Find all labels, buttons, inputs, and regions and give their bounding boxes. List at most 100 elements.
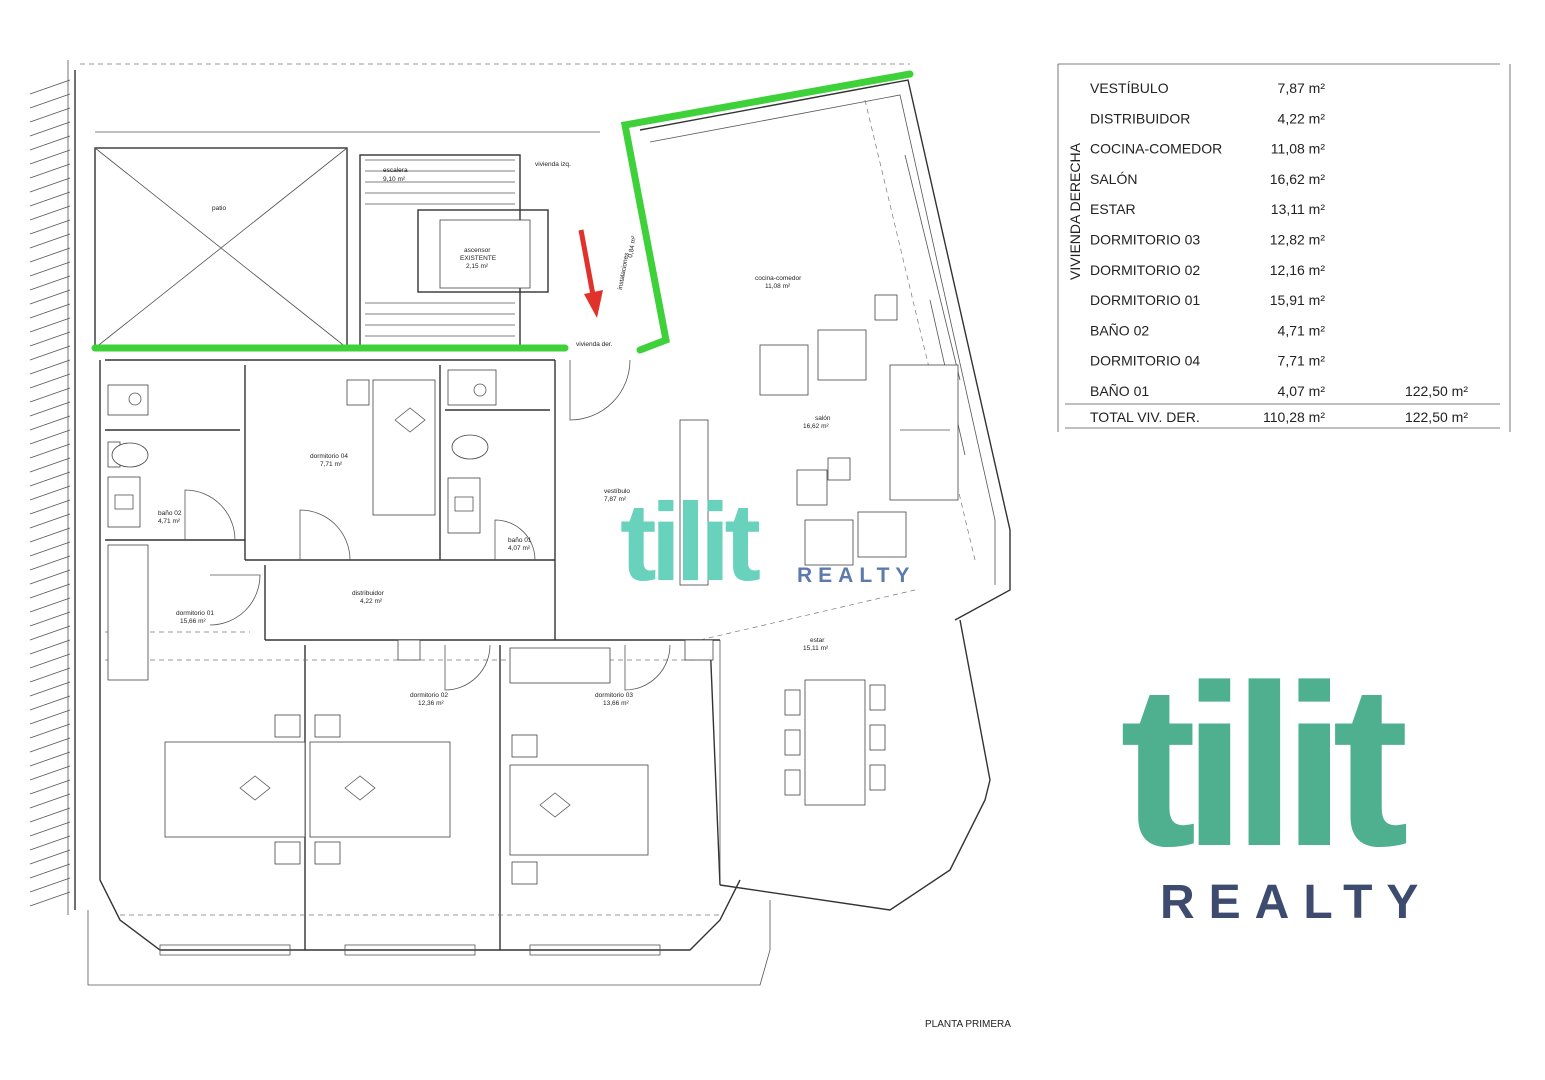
hatch-line xyxy=(29,401,71,417)
hatch-line xyxy=(29,443,71,459)
hatch-line xyxy=(29,317,71,333)
table-cell-area: 13,11 m² xyxy=(1271,201,1326,217)
dorm02-label: dormitorio 02 xyxy=(410,692,448,699)
table-cell-area: 7,71 m² xyxy=(1278,353,1326,369)
hatch-line xyxy=(29,107,71,123)
vivienda-der-label: vivienda der. xyxy=(576,341,613,348)
cocina-area: 11,08 m² xyxy=(765,283,791,290)
hatch-line xyxy=(29,653,71,669)
table-cell-name: BAÑO 01 xyxy=(1090,383,1149,399)
apartment-highlight xyxy=(91,70,914,354)
hatch-line xyxy=(29,303,71,319)
hatch-line xyxy=(29,821,71,837)
hatch-line xyxy=(29,93,71,109)
table-cell-area: 16,62 m² xyxy=(1270,171,1326,187)
watermark: tilit REALTY xyxy=(620,481,909,604)
hatch-line xyxy=(29,625,71,641)
patio-label: patio xyxy=(212,205,226,212)
watermark-word: tilit xyxy=(620,481,760,604)
table-cell-name: DORMITORIO 01 xyxy=(1090,292,1200,308)
furniture xyxy=(107,294,959,885)
boundary-hatch xyxy=(29,60,76,915)
bano02-label: baño 02 xyxy=(158,510,182,517)
table-cell-area: 4,71 m² xyxy=(1278,322,1326,338)
hatch-line xyxy=(29,877,71,893)
hatch-line xyxy=(29,163,71,179)
hatch-line xyxy=(29,457,71,473)
door-swings xyxy=(184,359,671,691)
dorm02-area: 12,36 m² xyxy=(418,700,444,707)
hatch-line xyxy=(29,191,71,207)
table-cell-name: VESTÍBULO xyxy=(1090,80,1169,96)
total-extra: 122,50 m² xyxy=(1405,409,1468,425)
table-group-label: VIVIENDA DERECHA xyxy=(1067,142,1083,280)
hatch-line xyxy=(29,723,71,739)
stair-area: 9,10 m² xyxy=(383,176,406,183)
salon-area: 16,62 m² xyxy=(803,423,829,430)
entrance-arrow-icon xyxy=(578,229,603,318)
table-cell-name: DORMITORIO 02 xyxy=(1090,262,1200,278)
hatch-line xyxy=(29,569,71,585)
table-cell-area: 15,91 m² xyxy=(1270,292,1326,308)
total-name: TOTAL VIV. DER. xyxy=(1090,409,1200,425)
apartment-walls xyxy=(87,79,1011,986)
plan-title: PLANTA PRIMERA xyxy=(925,1019,1011,1030)
table-cell-name: BAÑO 02 xyxy=(1090,322,1149,338)
tilit-logo: tilit REALTY xyxy=(1120,637,1420,929)
hatch-line xyxy=(29,891,71,907)
hatch-line xyxy=(29,485,71,501)
dorm03-area: 13,66 m² xyxy=(603,700,629,707)
hatch-line xyxy=(29,219,71,235)
hatch-line xyxy=(29,261,71,277)
bano01-area: 4,07 m² xyxy=(508,545,531,552)
hatch-line xyxy=(29,415,71,431)
hatch-line xyxy=(29,121,71,137)
hatch-line xyxy=(29,863,71,879)
distribuidor-area: 4,22 m² xyxy=(360,598,383,605)
hatch-line xyxy=(29,737,71,753)
logo-word: tilit xyxy=(1120,637,1406,894)
hatch-line xyxy=(29,135,71,151)
hatch-line xyxy=(29,639,71,655)
table-cell-area: 12,16 m² xyxy=(1270,262,1326,278)
hatch-line xyxy=(29,765,71,781)
elevator-area: 2,15 m² xyxy=(466,263,489,270)
hatch-line xyxy=(29,779,71,795)
elevator-label: ascensor xyxy=(464,247,491,254)
dorm01-label: dormitorio 01 xyxy=(176,610,214,617)
cocina-label: cocina-comedor xyxy=(755,275,802,282)
bano01-label: baño 01 xyxy=(508,537,532,544)
hatch-line xyxy=(29,793,71,809)
hatch-line xyxy=(29,429,71,445)
table-cell-extra: 122,50 m² xyxy=(1405,383,1468,399)
hatch-line xyxy=(29,275,71,291)
hatch-line xyxy=(29,611,71,627)
estar-label: estar xyxy=(810,637,825,644)
hatch-line xyxy=(29,849,71,865)
table-cell-area: 4,22 m² xyxy=(1278,110,1326,126)
hatch-line xyxy=(29,177,71,193)
bano02-area: 4,71 m² xyxy=(158,518,181,525)
hatch-line xyxy=(29,681,71,697)
instalaciones-area: 0,84 m² xyxy=(627,235,638,259)
elevator-existing: EXISTENTE xyxy=(460,255,497,262)
hatch-line xyxy=(29,807,71,823)
table-cell-area: 12,82 m² xyxy=(1270,232,1326,248)
table-cell-area: 7,87 m² xyxy=(1278,80,1326,96)
hatch-line xyxy=(29,835,71,851)
table-cell-name: SALÓN xyxy=(1090,171,1137,187)
hatch-line xyxy=(29,541,71,557)
hatch-line xyxy=(29,583,71,599)
hatch-line xyxy=(29,709,71,725)
vivienda-izq-label: vivienda izq. xyxy=(535,161,571,168)
stair-label: escalera xyxy=(383,167,408,174)
dorm04-area: 7,71 m² xyxy=(320,461,343,468)
hatch-line xyxy=(29,359,71,375)
hatch-line xyxy=(29,345,71,361)
hatch-line xyxy=(29,695,71,711)
hatch-line xyxy=(29,79,71,95)
estar-area: 15,11 m² xyxy=(803,645,829,652)
table-cell-area: 11,08 m² xyxy=(1271,141,1326,157)
